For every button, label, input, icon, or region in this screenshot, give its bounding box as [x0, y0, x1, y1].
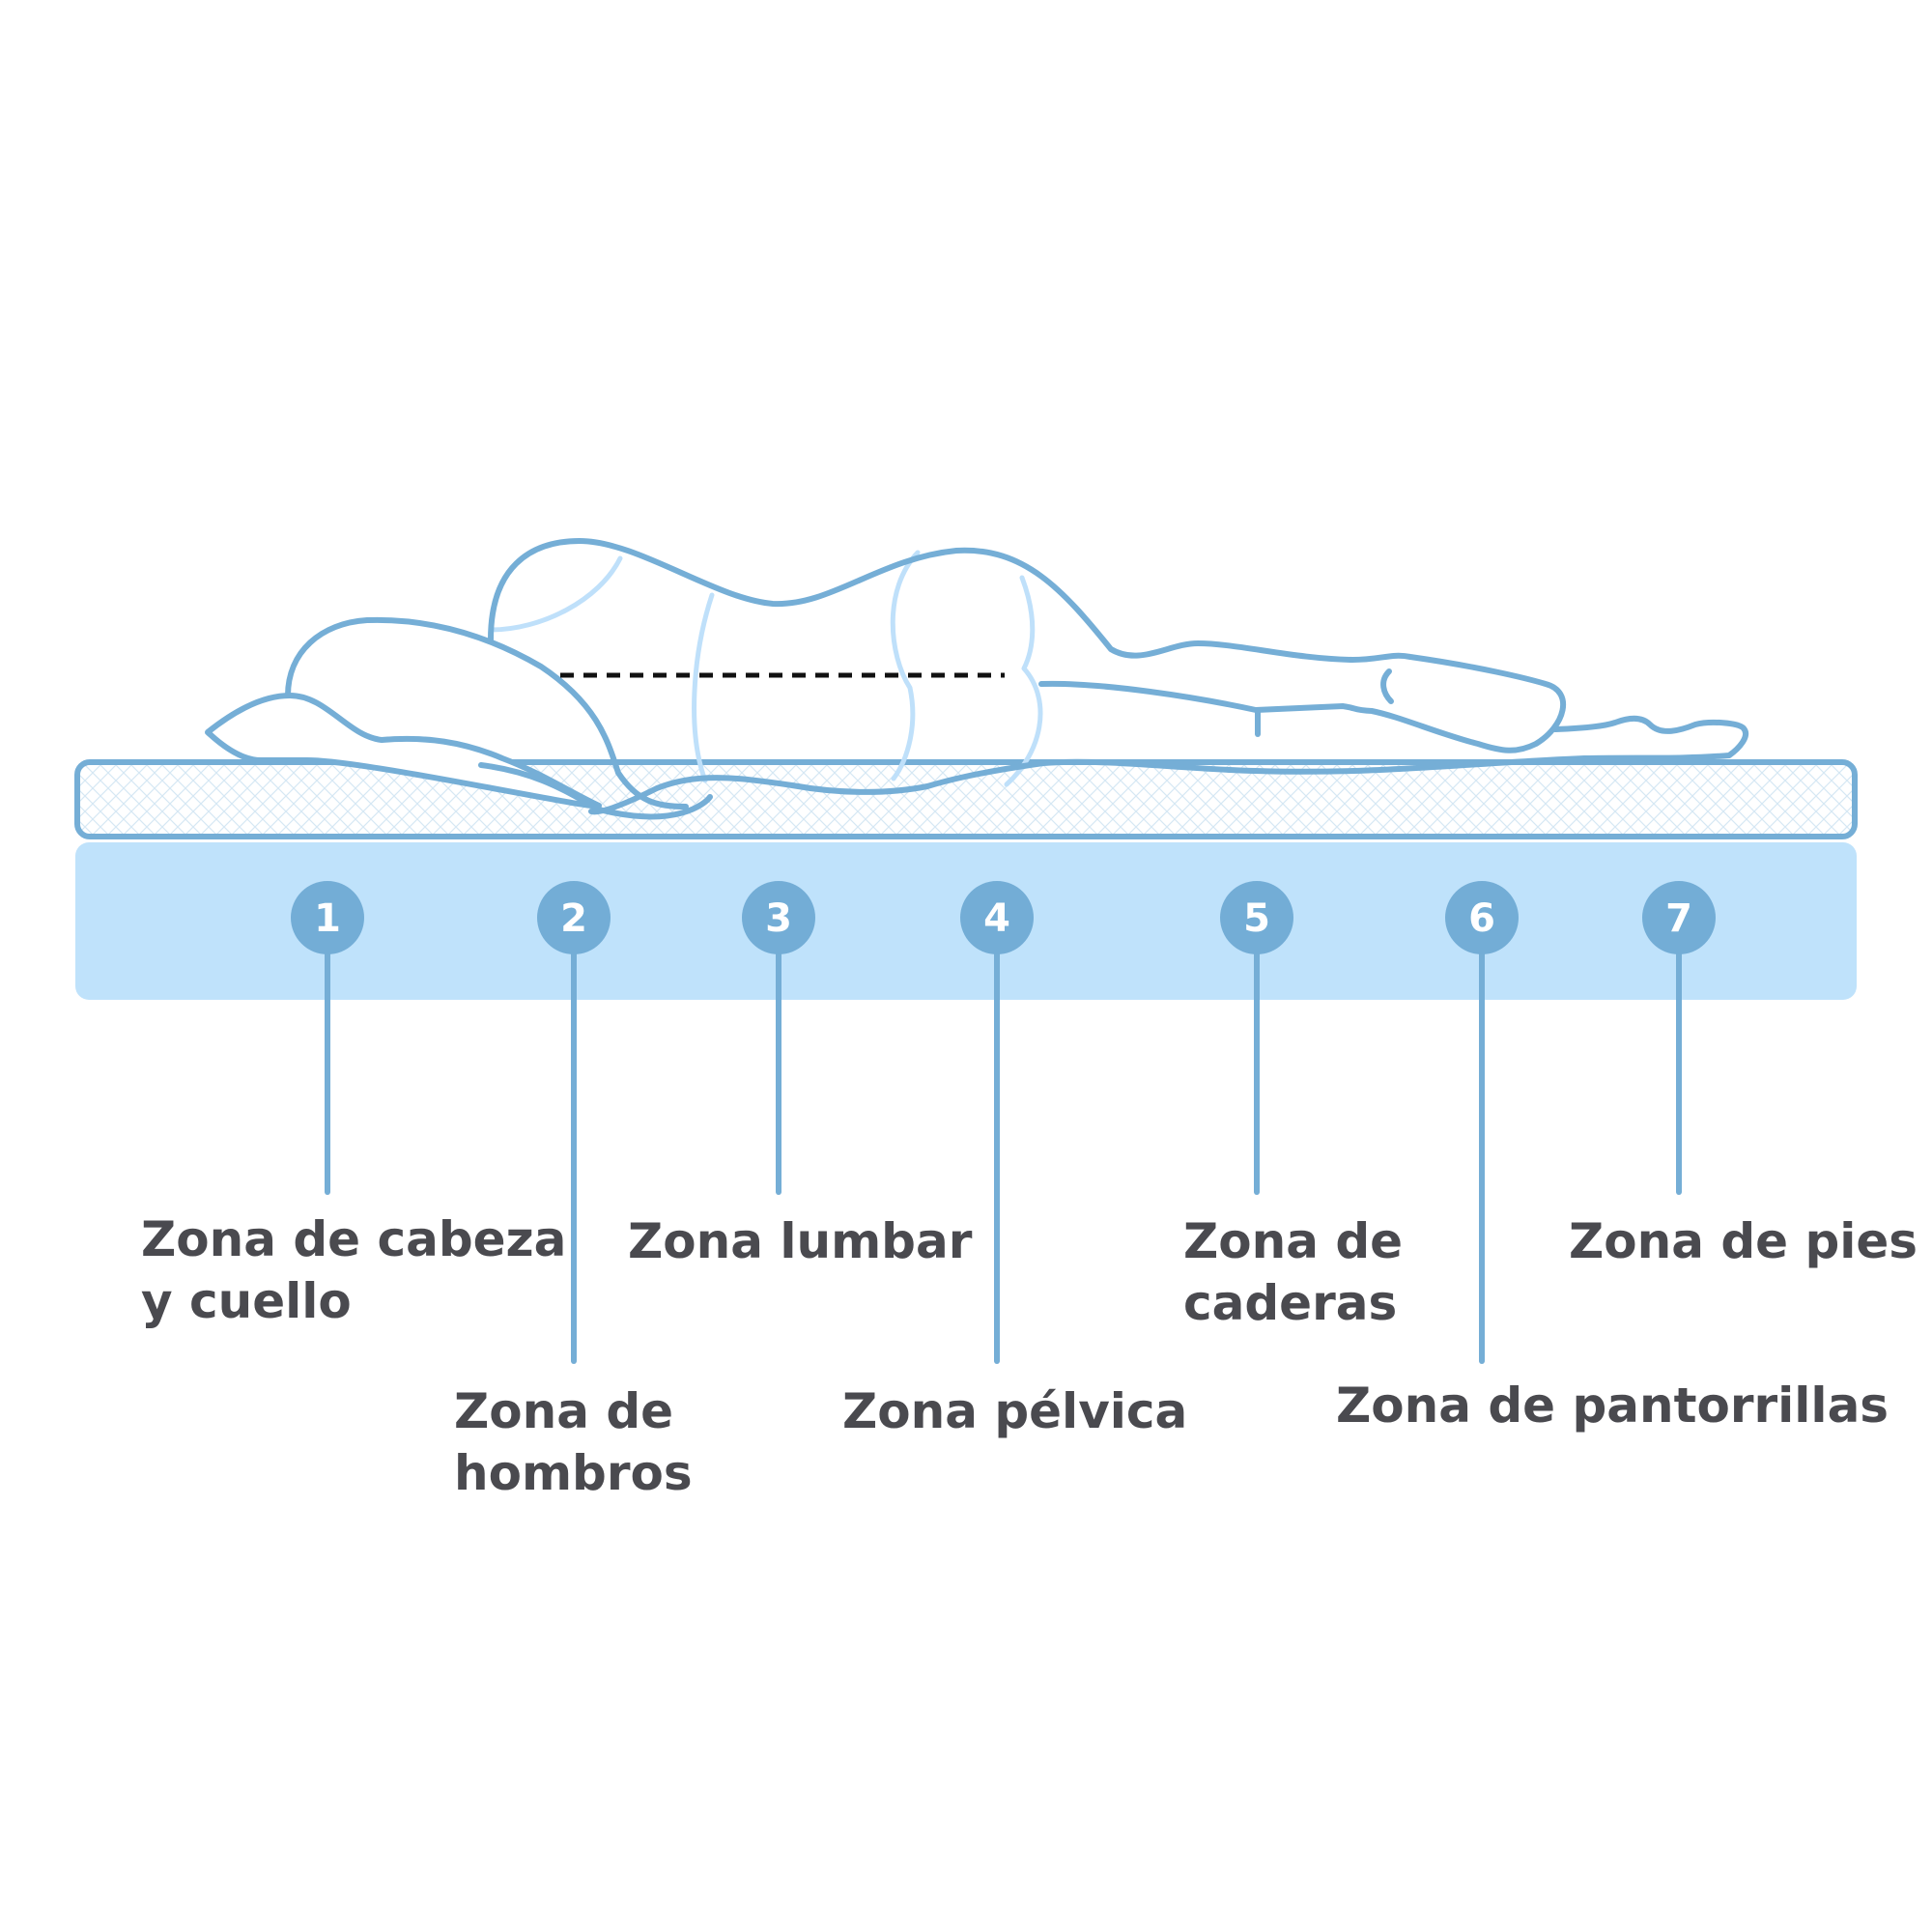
zone-badge-3: 3	[742, 881, 815, 954]
zone-number-5: 5	[1243, 896, 1270, 941]
zone-label-7: Zona de pies	[1569, 1213, 1918, 1269]
zone-number-1: 1	[314, 896, 341, 941]
pillow-icon	[205, 693, 602, 810]
zone-badges: 1 2 3 4 5 6 7	[291, 881, 1716, 954]
zone-badge-1: 1	[291, 881, 364, 954]
zone-badge-5: 5	[1220, 881, 1293, 954]
person-lying-on-side-icon	[205, 538, 1749, 820]
zone-number-4: 4	[983, 896, 1010, 941]
mattress-topper	[74, 759, 1858, 839]
zone-label-3: Zona lumbar	[628, 1213, 973, 1269]
zone-label-1: Zona de cabeza y cuello	[141, 1211, 583, 1329]
zone-number-6: 6	[1468, 896, 1495, 941]
zone-badge-6: 6	[1445, 881, 1519, 954]
leader-lines	[325, 949, 1682, 1364]
zone-badge-2: 2	[537, 881, 611, 954]
zone-number-2: 2	[560, 896, 587, 941]
zone-number-3: 3	[765, 896, 792, 941]
zone-badge-7: 7	[1642, 881, 1716, 954]
zone-label-4: Zona pélvica	[842, 1383, 1187, 1439]
zone-labels: Zona de cabeza y cuello Zona de hombros …	[141, 1211, 1918, 1501]
zone-label-6: Zona de pantorrillas	[1336, 1378, 1889, 1434]
zone-label-5: Zona de caderas	[1183, 1213, 1419, 1331]
zone-number-7: 7	[1665, 896, 1692, 941]
zone-badge-4: 4	[960, 881, 1034, 954]
zone-label-2: Zona de hombros	[454, 1383, 693, 1501]
